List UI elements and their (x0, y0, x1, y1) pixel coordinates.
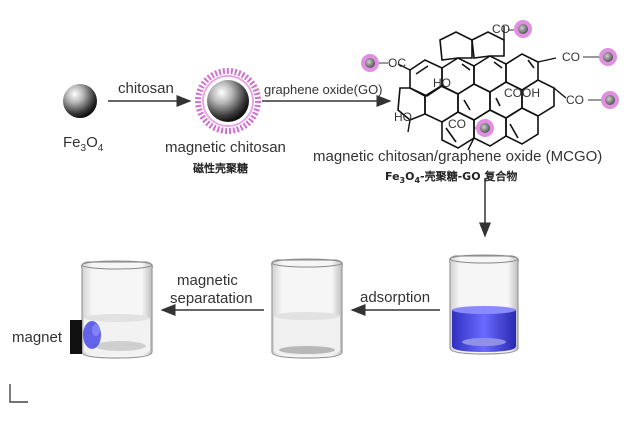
go-group-oc-left: OC (388, 56, 406, 70)
corner-bracket (9, 384, 28, 403)
magnetic-separation-label-1: magnetic (177, 272, 238, 289)
magnetic-separation-label-2: separatation (170, 290, 253, 307)
magnetic-chitosan-cn-label: 磁性壳聚糖 (193, 162, 248, 175)
magnet-block (70, 320, 82, 354)
arrow-chitosan-label: chitosan (118, 80, 174, 97)
beaker-separated (80, 260, 153, 359)
magnetic-chitosan-label: magnetic chitosan (165, 139, 286, 156)
fe3o4-sphere (63, 84, 97, 118)
beaker-adsorption (448, 254, 519, 355)
adsorption-label: adsorption (360, 289, 431, 306)
graft-connectors (379, 29, 601, 129)
go-group-ho-bottom: HO (394, 110, 412, 124)
magnetic-chitosan-particle (195, 68, 261, 134)
magnet-label: magnet (12, 329, 63, 346)
go-group-co-right: CO (562, 50, 580, 64)
go-group-ho-top: HO (433, 76, 451, 90)
beaker-settled (270, 258, 343, 359)
arrow-graphene-oxide-label: graphene oxide(GO) (264, 82, 383, 97)
chitosan-grafts (361, 20, 619, 137)
fe3o4-label: Fe3O4 (63, 134, 104, 154)
go-substituent-bonds (397, 26, 567, 151)
go-group-co-top: CO (492, 22, 510, 36)
mcgo-cn-label: Fe3O4-壳聚糖-GO 复合物 (385, 170, 518, 186)
mcgo-label: magnetic chitosan/graphene oxide (MCGO) (313, 148, 603, 165)
go-group-cooh: COOH (504, 86, 540, 100)
go-group-co-bottom: CO (448, 117, 466, 131)
go-group-co-right2: CO (566, 93, 584, 107)
